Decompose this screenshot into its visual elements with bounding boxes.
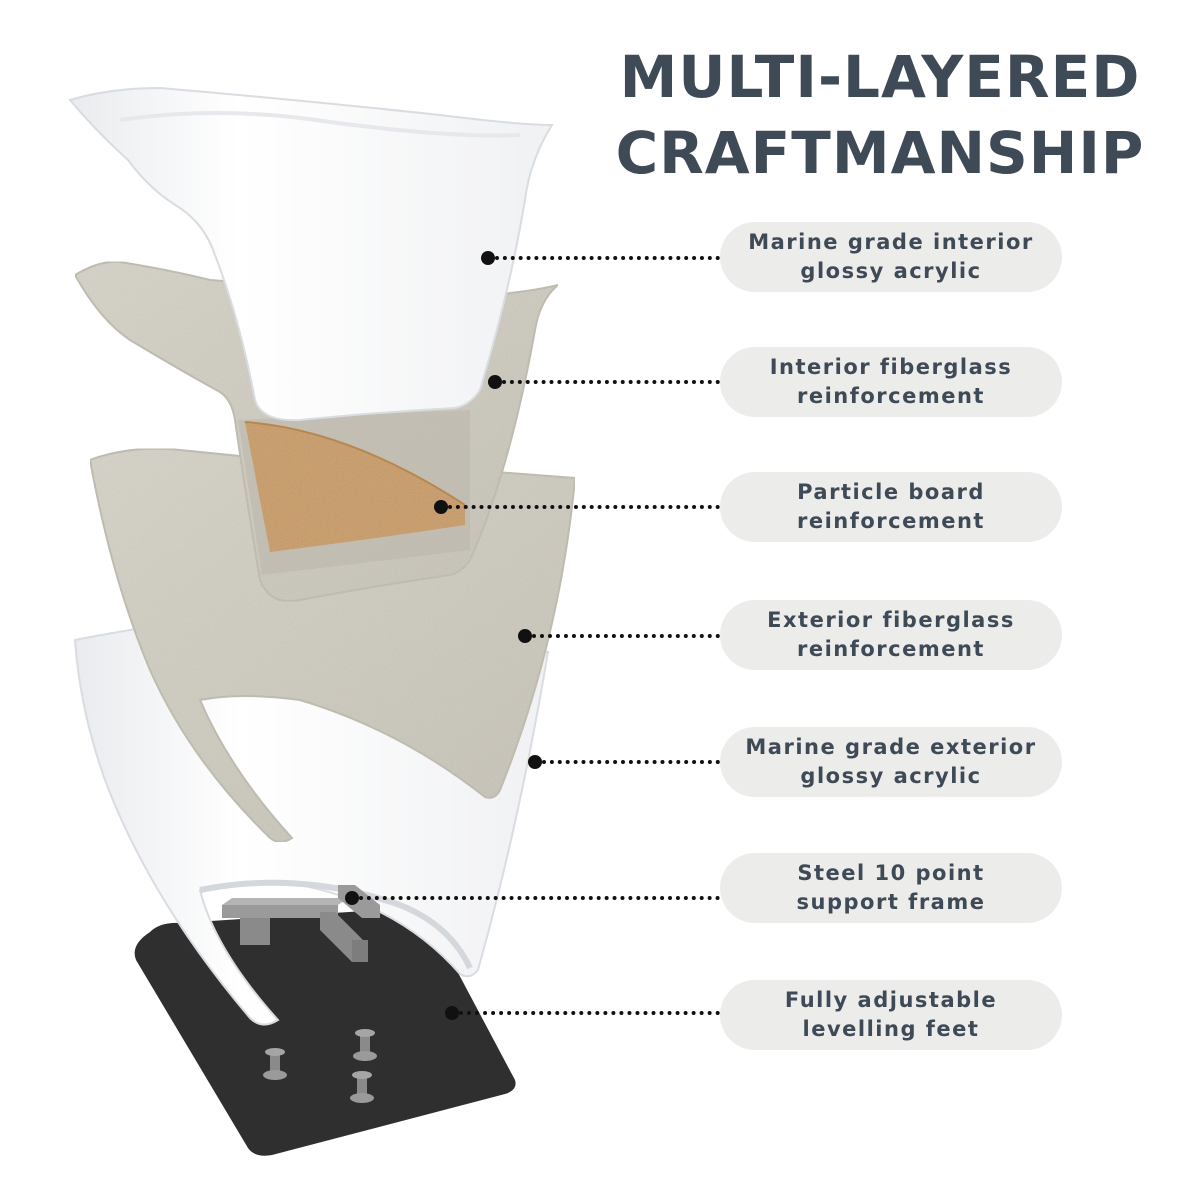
title-line-2: CRAFTMANSHIP xyxy=(615,119,1145,187)
interior-acrylic-shell xyxy=(68,86,554,422)
foot-3 xyxy=(350,1071,374,1103)
callout-marker-7 xyxy=(445,1006,459,1020)
leader-line-7 xyxy=(459,1011,720,1015)
callout-text-6b: support frame xyxy=(796,890,986,914)
callout-marker-2 xyxy=(488,375,502,389)
callout-levelling-feet: Fully adjustable levelling feet xyxy=(720,980,1062,1050)
callout-marine-exterior-acrylic: Marine grade exterior glossy acrylic xyxy=(720,727,1062,797)
particle-board xyxy=(244,421,466,552)
leader-line-5 xyxy=(542,760,720,764)
callout-marker-4 xyxy=(518,629,532,643)
callout-marker-3 xyxy=(434,500,448,514)
callout-text-3b: reinforcement xyxy=(797,509,985,533)
callout-text-4b: reinforcement xyxy=(797,637,985,661)
callout-particle-board: Particle board reinforcement xyxy=(720,472,1062,542)
title-line-1: MULTI-LAYERED xyxy=(619,43,1141,111)
levelling-feet xyxy=(263,1029,377,1103)
callout-marker-6 xyxy=(345,891,359,905)
callout-steel-frame: Steel 10 point support frame xyxy=(720,853,1062,923)
callout-text-7a: Fully adjustable xyxy=(784,988,998,1012)
callout-marker-5 xyxy=(528,755,542,769)
callout-text-1a: Marine grade interior xyxy=(748,230,1034,254)
callout-text-7b: levelling feet xyxy=(802,1017,980,1041)
leader-line-4 xyxy=(532,634,720,638)
callout-text-1b: glossy acrylic xyxy=(800,259,982,283)
callout-text-4a: Exterior fiberglass xyxy=(767,608,1015,632)
leader-line-1 xyxy=(495,256,720,260)
callout-text-3a: Particle board xyxy=(797,480,985,504)
foot-2 xyxy=(353,1029,377,1061)
leader-line-6 xyxy=(359,896,720,900)
callout-text-5a: Marine grade exterior xyxy=(745,735,1037,759)
callout-interior-fiberglass: Interior fiberglass reinforcement xyxy=(720,347,1062,417)
leader-line-2 xyxy=(502,380,720,384)
callout-exterior-fiberglass: Exterior fiberglass reinforcement xyxy=(720,600,1062,670)
callout-text-2a: Interior fiberglass xyxy=(769,355,1013,379)
callout-text-6a: Steel 10 point xyxy=(797,861,985,885)
foot-1 xyxy=(263,1048,287,1080)
callout-text-2b: reinforcement xyxy=(797,384,985,408)
callout-marker-1 xyxy=(481,251,495,265)
callout-marine-interior-acrylic: Marine grade interior glossy acrylic xyxy=(720,222,1062,292)
callout-text-5b: glossy acrylic xyxy=(800,764,982,788)
leader-line-3 xyxy=(448,505,720,509)
